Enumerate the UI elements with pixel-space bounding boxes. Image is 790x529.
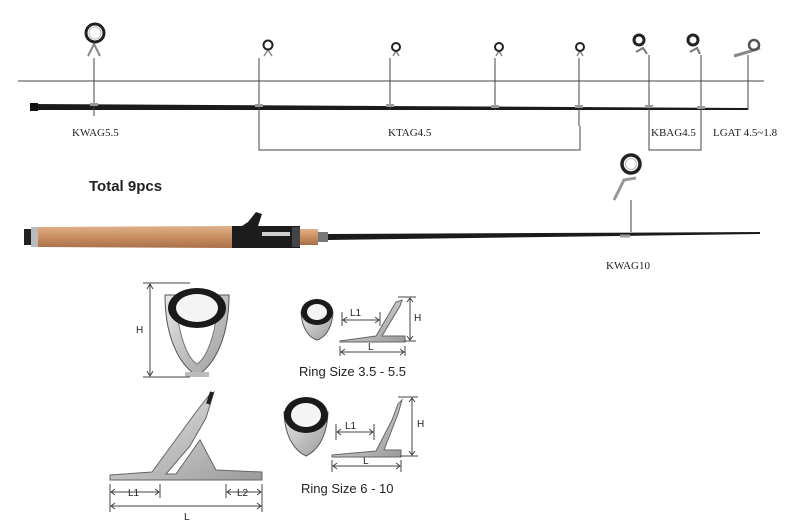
dim-l1-side: L1	[128, 488, 140, 499]
dim-l-small: L	[368, 342, 374, 353]
reel-seat-icon	[232, 212, 300, 248]
guide-ring-icon	[686, 33, 701, 55]
guide-ring-icon	[494, 42, 504, 57]
h-dimension-1	[143, 282, 190, 378]
dim-h-1: H	[136, 325, 143, 336]
guide-side-view	[109, 391, 263, 481]
dim-h-small: H	[414, 313, 421, 324]
rod-butt-end	[30, 103, 38, 111]
label-kbag45: KBAG4.5	[651, 127, 696, 139]
dim-l1-large: L1	[345, 421, 357, 432]
guide-mounts-top	[90, 103, 705, 109]
kbag-bracket	[648, 126, 702, 151]
ktag-bracket	[258, 126, 581, 151]
small-guide-dims	[339, 296, 416, 356]
large-guide-front	[283, 397, 329, 457]
ring-size-small-label: Ring Size 3.5 - 5.5	[299, 364, 406, 379]
large-guide-dims	[331, 396, 418, 472]
label-kwag10: KWAG10	[606, 260, 650, 272]
guide-ring-icon	[612, 153, 642, 238]
small-guide-side	[339, 299, 406, 343]
rod-handle	[24, 226, 232, 248]
total-pieces-label: Total 9pcs	[89, 178, 162, 195]
label-ktag45: KTAG4.5	[388, 127, 432, 139]
large-guide-side	[331, 398, 404, 458]
rod-winding	[318, 232, 328, 242]
guide-ring-icon	[391, 42, 401, 57]
side-view-dims	[109, 484, 263, 512]
label-kwag55: KWAG5.5	[72, 127, 119, 139]
guide-ring-icon	[262, 39, 274, 57]
guide-ring-icon	[84, 22, 106, 57]
guide-ring-icon	[575, 42, 585, 57]
small-guide-front	[300, 299, 334, 341]
label-lgat: LGAT 4.5~1.8	[713, 127, 778, 139]
dim-h-large: H	[417, 419, 424, 430]
rod-foregrip	[300, 229, 318, 245]
ring-size-large-label: Ring Size 6 - 10	[301, 481, 394, 496]
dim-l2-side: L2	[237, 488, 249, 499]
guide-front-view	[164, 288, 230, 377]
rod-blank-bottom	[328, 232, 760, 240]
dim-l1-small: L1	[350, 308, 362, 319]
tip-top-icon	[733, 38, 761, 58]
guide-vertical-lines	[93, 55, 749, 126]
guide-ring-icon	[632, 33, 648, 55]
dim-l-large: L	[363, 456, 369, 467]
dim-l-side: L	[184, 512, 190, 523]
